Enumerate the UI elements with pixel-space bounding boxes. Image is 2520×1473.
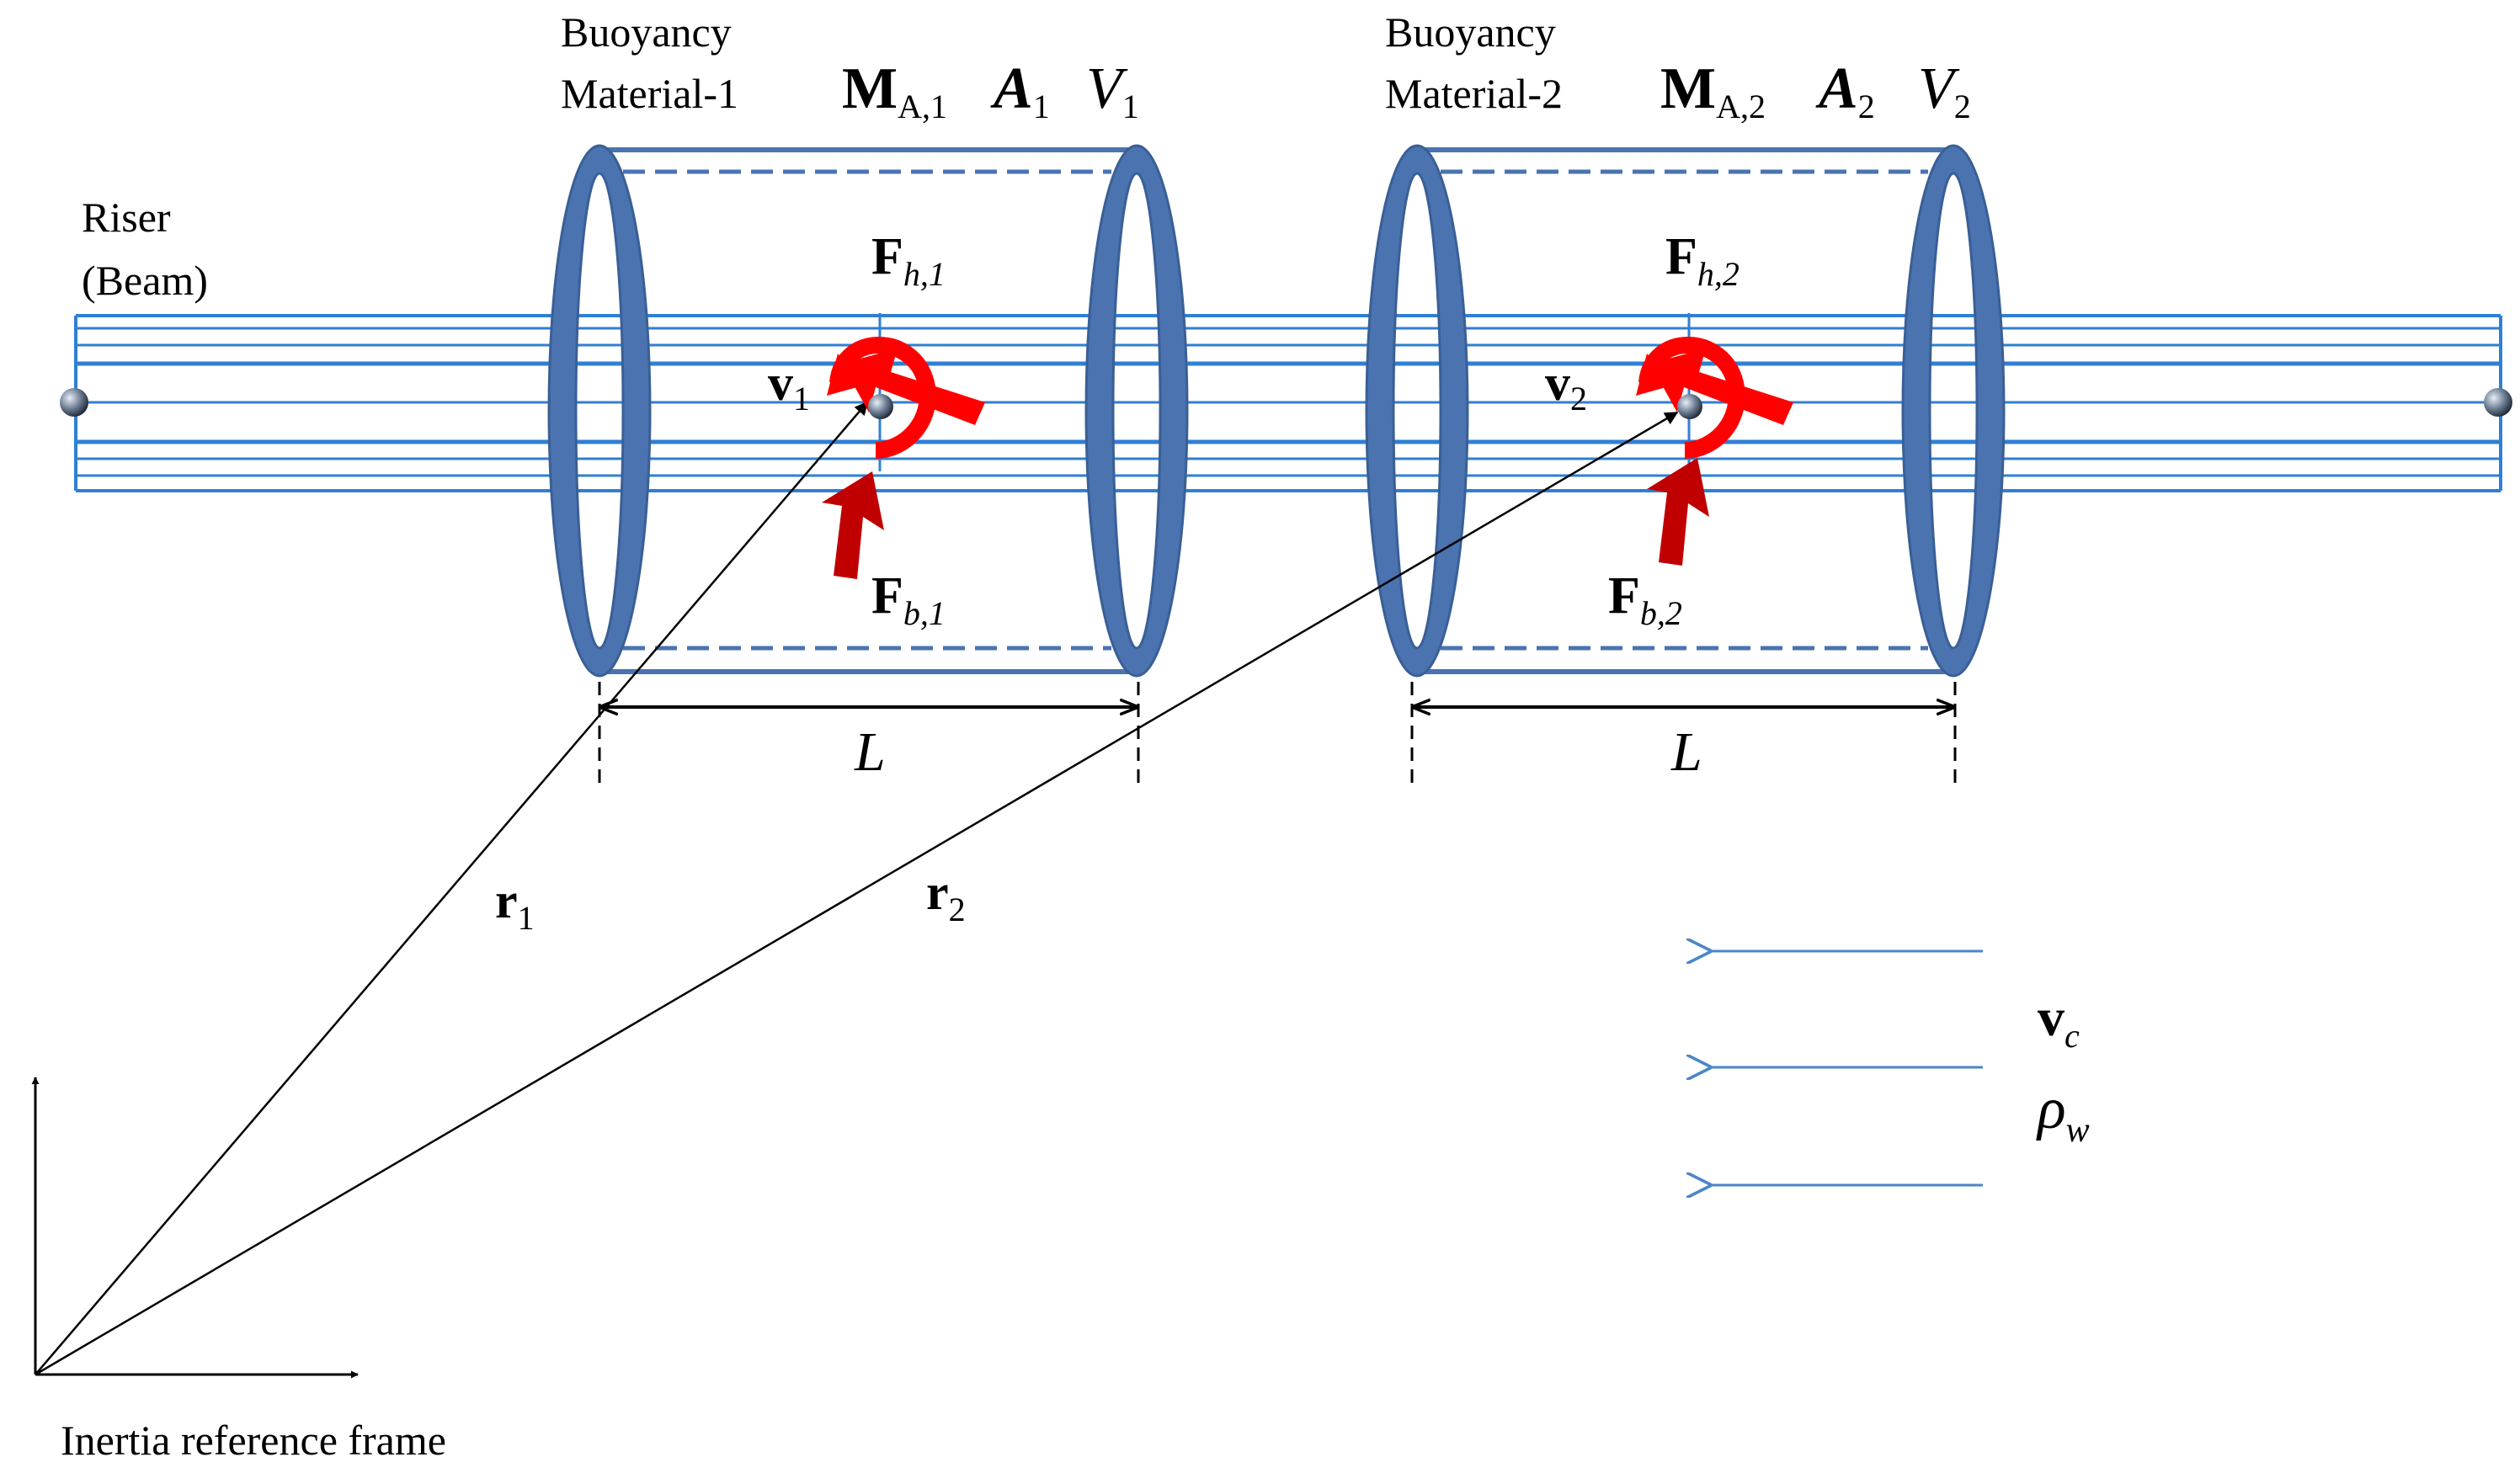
r1-label: r1 bbox=[495, 873, 535, 937]
volume-2-symbol: V2 bbox=[1918, 56, 1971, 125]
hydrodynamic-force-1-red-arrow-icon bbox=[842, 348, 985, 425]
cylinder-1-left-ring bbox=[547, 144, 652, 678]
added-mass-1-symbol: MA,1 bbox=[842, 56, 947, 125]
length-1-label: L bbox=[854, 721, 886, 783]
riser-label-line1: Riser bbox=[82, 194, 171, 241]
inertia-frame-label: Inertia reference frame bbox=[61, 1417, 446, 1464]
position-vector-r1 bbox=[35, 401, 869, 1375]
buoyancy-force-2-dark-red-arrow-icon bbox=[1647, 458, 1709, 566]
current-velocity-label: vc bbox=[2038, 987, 2080, 1055]
riser-beam bbox=[74, 314, 2502, 492]
cylinder-1-right-ring bbox=[1084, 144, 1189, 678]
riser-end-node-left bbox=[60, 388, 88, 417]
buoyancy-cylinder-1 bbox=[547, 144, 1189, 678]
water-density-label: ρw bbox=[2036, 1077, 2090, 1150]
velocity-1-label: v1 bbox=[768, 355, 810, 417]
node-1-node-sphere-icon bbox=[868, 394, 893, 419]
r2-label: r2 bbox=[926, 864, 966, 928]
moment-1-curved-arrow-icon bbox=[827, 337, 936, 459]
area-1-symbol: A1 bbox=[990, 56, 1050, 125]
hydrodynamic-force-2-red-arrow-icon bbox=[1650, 348, 1793, 425]
material-1-label-line2: Material-1 bbox=[561, 70, 738, 117]
riser-label-line2: (Beam) bbox=[82, 257, 208, 304]
inertia-frame-axes bbox=[31, 1077, 359, 1379]
cylinder-2-right-ring bbox=[1901, 144, 2006, 678]
volume-1-symbol: V1 bbox=[1086, 56, 1139, 125]
buoyancy-cylinder-2 bbox=[1365, 144, 2006, 678]
cylinder-2-left-ring bbox=[1365, 144, 1469, 678]
moment-2-curved-arrow-icon bbox=[1636, 337, 1745, 459]
material-2-label-line1: Buoyancy bbox=[1385, 8, 1556, 56]
dimension-L-2 bbox=[1410, 682, 1957, 787]
added-mass-2-symbol: MA,2 bbox=[1660, 56, 1766, 125]
material-1-label-line1: Buoyancy bbox=[561, 8, 732, 56]
hydro-force-1-label: Fh,1 bbox=[871, 228, 946, 293]
buoyancy-force-1-dark-red-arrow-icon bbox=[822, 471, 884, 579]
buoyancy-force-2-label: Fb,2 bbox=[1608, 567, 1682, 632]
buoyancy-force-1-label: Fb,1 bbox=[871, 567, 946, 632]
area-2-symbol: A2 bbox=[1815, 56, 1875, 125]
velocity-2-label: v2 bbox=[1545, 355, 1587, 417]
riser-end-node-right bbox=[2484, 388, 2512, 417]
position-vector-r2 bbox=[35, 411, 1679, 1376]
node-2-node-sphere-icon bbox=[1677, 394, 1702, 419]
hydro-force-2-label: Fh,2 bbox=[1665, 228, 1739, 293]
dimension-L-1 bbox=[598, 682, 1140, 787]
material-2-label-line2: Material-2 bbox=[1385, 70, 1563, 117]
length-2-label: L bbox=[1670, 721, 1702, 783]
current-arrows bbox=[1709, 951, 1983, 1185]
